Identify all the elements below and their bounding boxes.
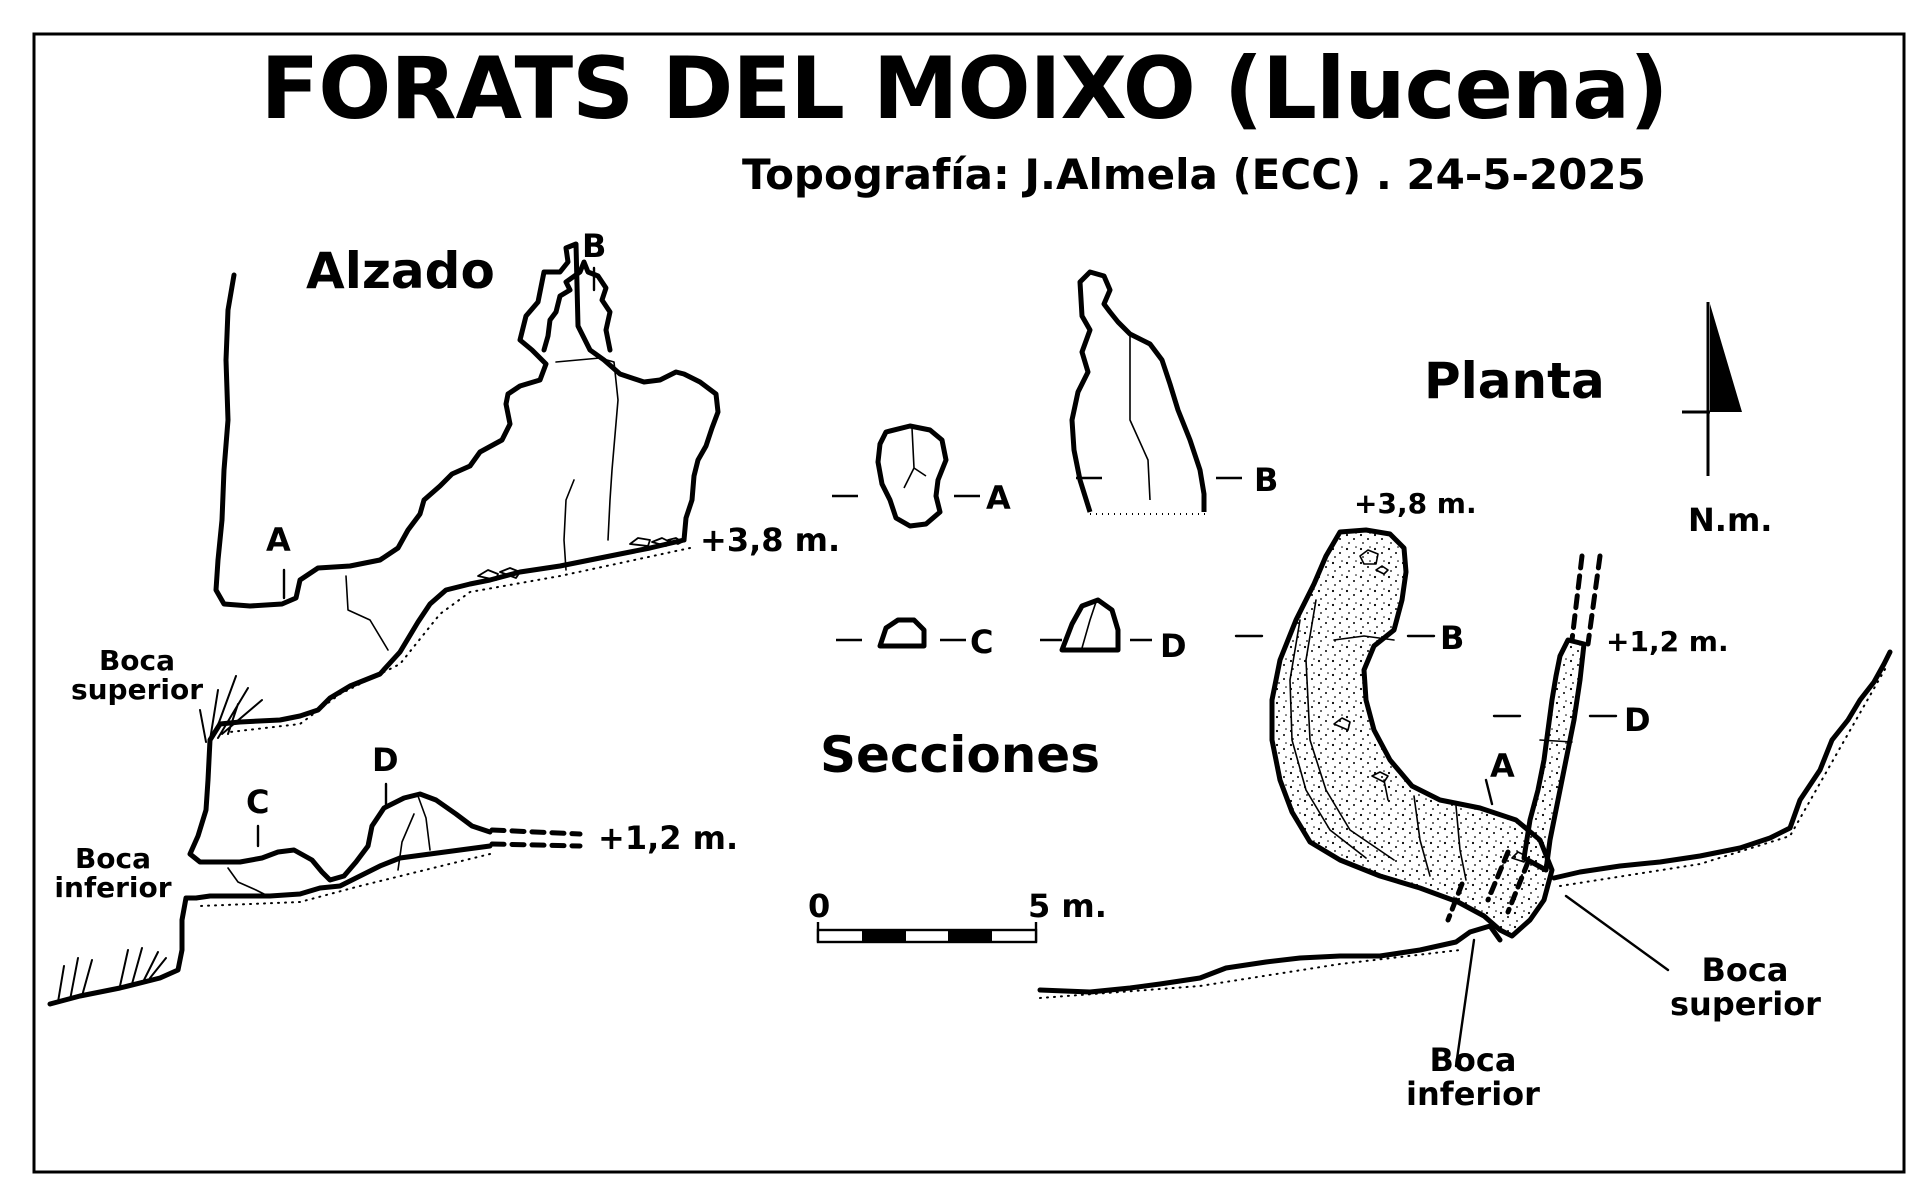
plan-section-ticks bbox=[1234, 634, 1618, 806]
section-label-d: D bbox=[1160, 627, 1187, 665]
elevation-height-upper: +3,8 m. bbox=[700, 521, 841, 559]
plan-heading: Planta bbox=[1424, 352, 1605, 410]
elevation-heading: Alzado bbox=[306, 242, 495, 300]
elevation-profile bbox=[47, 241, 721, 1007]
survey-title: FORATS DEL MOIXO (Llucena) bbox=[260, 39, 1668, 139]
elevation-label-b: B bbox=[582, 227, 607, 265]
survey-credit: Topografía: J.Almela (ECC) . 24-5-2025 bbox=[742, 150, 1646, 199]
elevation-floor-upper bbox=[217, 537, 687, 727]
plan-entrance-leaders bbox=[1454, 894, 1670, 1068]
plan-terrain-line-east bbox=[1551, 649, 1893, 881]
north-arrow bbox=[1682, 302, 1742, 476]
section-label-c: C bbox=[970, 623, 994, 661]
elevation-upper-entrance: Boca superior bbox=[70, 644, 204, 707]
plan-upper-gallery bbox=[1269, 527, 1555, 939]
plan-label-a: A bbox=[1490, 747, 1515, 785]
elevation-floor-stipple bbox=[229, 547, 691, 733]
elevation-rubble bbox=[477, 537, 683, 581]
sections-heading: Secciones bbox=[820, 726, 1100, 784]
elevation-cliff-line bbox=[213, 241, 721, 609]
scale-end-label: 5 m. bbox=[1028, 887, 1107, 925]
plan-entrance-dashes bbox=[1445, 849, 1531, 923]
plan-terrain-stipple bbox=[1039, 663, 1889, 999]
cross-sections bbox=[832, 269, 1242, 653]
plan-rocks bbox=[1333, 549, 1527, 863]
elevation-floor-lower bbox=[193, 843, 493, 901]
plan-inner-lines bbox=[1289, 599, 1573, 881]
elevation-label-d: D bbox=[372, 741, 399, 779]
plan-height-lower: +1,2 m. bbox=[1606, 625, 1729, 658]
elevation-label-a: A bbox=[266, 521, 291, 559]
section-c-outline bbox=[877, 617, 927, 649]
sheet-border bbox=[32, 32, 1906, 1174]
elevation-inner-lines bbox=[227, 357, 619, 897]
section-a-inner bbox=[903, 427, 927, 489]
plan-height-upper: +3,8 m. bbox=[1354, 487, 1477, 520]
plan-side-passage bbox=[1521, 637, 1587, 873]
section-d-inner bbox=[1081, 601, 1097, 649]
elevation-lower-entrance: Boca inferior bbox=[54, 842, 172, 905]
north-label: N.m. bbox=[1688, 501, 1773, 539]
section-ticks bbox=[832, 476, 1242, 642]
plan-dashed-continuation bbox=[1569, 553, 1603, 647]
elevation-vegetation bbox=[57, 675, 263, 1003]
plan-upper-entrance: Boca superior bbox=[1670, 951, 1821, 1023]
plan-terrain-line bbox=[1037, 923, 1503, 995]
section-label-a: A bbox=[986, 479, 1011, 517]
section-a-outline bbox=[875, 423, 949, 529]
plan-view bbox=[1037, 527, 1893, 1068]
elevation-lower-slope bbox=[47, 895, 199, 1007]
elevation-entrance-wall bbox=[187, 721, 493, 883]
elevation-floor-stipple-lower bbox=[199, 853, 491, 907]
section-b-inner bbox=[1129, 336, 1151, 501]
elevation-label-c: C bbox=[246, 783, 270, 821]
section-label-b: B bbox=[1254, 461, 1279, 499]
section-b-outline bbox=[1069, 269, 1207, 513]
plan-label-d: D bbox=[1624, 701, 1651, 739]
scale-bar bbox=[816, 922, 1038, 944]
elevation-height-lower: +1,2 m. bbox=[598, 819, 739, 857]
plan-lower-entrance: Boca inferior bbox=[1406, 1041, 1540, 1113]
elevation-chimney bbox=[541, 259, 613, 353]
plan-label-b: B bbox=[1440, 619, 1465, 657]
section-d-outline bbox=[1059, 597, 1121, 653]
scale-start-label: 0 bbox=[808, 887, 831, 925]
elevation-dashed-continuation bbox=[489, 827, 583, 849]
